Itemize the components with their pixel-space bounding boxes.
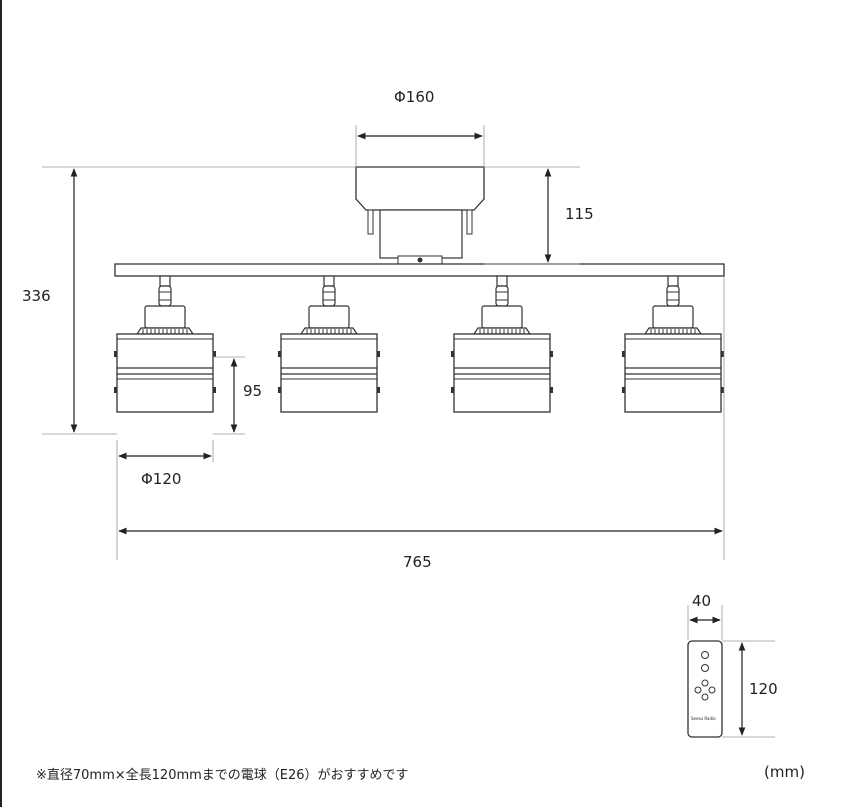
label-base-height: 115 (565, 205, 594, 223)
remote-brand-text: Seesu Radio (691, 716, 716, 721)
label-remote-width: 40 (692, 592, 712, 610)
page-border (0, 0, 2, 807)
remote-control (687, 640, 723, 738)
unit-label: (mm) (764, 763, 805, 781)
ceiling-base (355, 166, 485, 265)
label-remote-height: 120 (749, 680, 778, 698)
spotlight-2 (277, 275, 381, 413)
label-shade-height: 95 (243, 382, 263, 400)
spotlight-4 (621, 275, 725, 413)
mounting-bar (114, 263, 725, 277)
label-total-width: 765 (403, 553, 432, 571)
label-shade-diameter: Φ120 (141, 470, 182, 488)
spotlight-3 (450, 275, 554, 413)
footnote: ※直径70mm×全長120mmまでの電球（E26）がおすすめです (36, 768, 409, 783)
spotlight-1 (113, 275, 217, 413)
label-total-height: 336 (22, 287, 51, 305)
label-base-diameter: Φ160 (394, 88, 435, 106)
